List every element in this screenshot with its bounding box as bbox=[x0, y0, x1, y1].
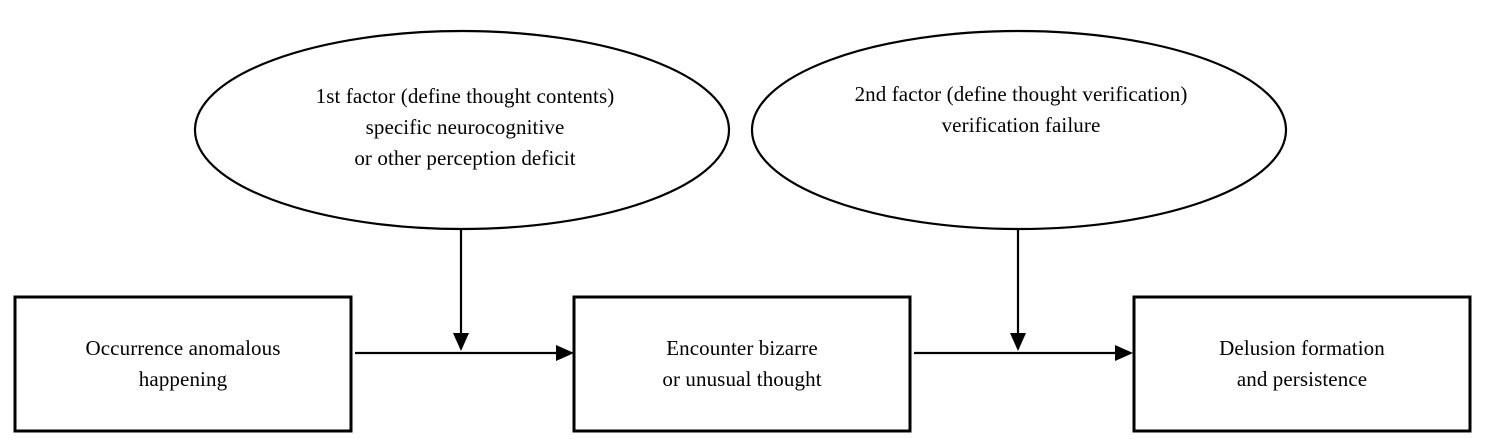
box3-label: Delusion formation and persistence bbox=[1134, 297, 1470, 431]
box1-label: Occurrence anomalous happening bbox=[15, 297, 351, 431]
box3-line-2: and persistence bbox=[1236, 367, 1368, 391]
arrow-box1-to-box2 bbox=[355, 345, 574, 361]
box-delusion-formation bbox=[1132, 295, 1472, 433]
box3-line-1: Delusion formation bbox=[1219, 336, 1385, 360]
arrow-factor2-down bbox=[1010, 230, 1026, 351]
factor1-line-1: 1st factor (define thought contents) bbox=[315, 83, 615, 108]
box2-line-1: Encounter bizarre bbox=[666, 336, 818, 360]
box1-line-2: happening bbox=[138, 367, 228, 391]
factor1-line-3: or other perception deficit bbox=[354, 145, 576, 170]
factor2-label: 2nd factor (define thought verification)… bbox=[756, 62, 1286, 158]
factor2-line-1: 2nd factor (define thought verification) bbox=[854, 82, 1188, 106]
factor2-ellipse bbox=[750, 29, 1288, 231]
box-anomalous-happening bbox=[13, 295, 353, 433]
factor1-ellipse bbox=[193, 29, 731, 231]
box2-label: Encounter bizarre or unusual thought bbox=[574, 297, 910, 431]
arrow-factor1-down bbox=[453, 230, 469, 351]
factor2-line-2: verification failure bbox=[941, 113, 1101, 137]
factor1-line-2: specific neurocognitive bbox=[365, 114, 565, 139]
box2-line-2: or unusual thought bbox=[662, 367, 822, 391]
box1-line-1: Occurrence anomalous bbox=[85, 336, 281, 360]
arrow-box2-to-box3 bbox=[914, 345, 1133, 361]
box-bizarre-thought bbox=[572, 295, 912, 433]
factor1-label: 1st factor (define thought contents) spe… bbox=[200, 62, 730, 192]
